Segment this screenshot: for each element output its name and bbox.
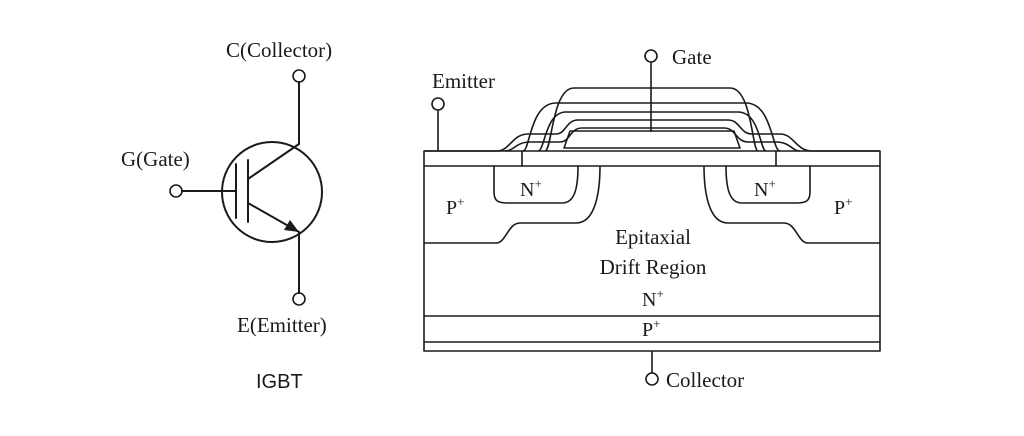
collector-terminal-label: C(Collector) — [226, 38, 332, 62]
emitter-terminal-node — [431, 97, 445, 111]
gate-terminal-node — [644, 49, 658, 63]
emitter-terminal-label: Emitter — [432, 69, 495, 93]
left-n-well-label: N+ — [520, 176, 542, 201]
right-n-well-label: N+ — [754, 176, 776, 201]
metal-layer-top — [544, 87, 759, 152]
collector-branch — [247, 143, 300, 180]
drift-region-label-line1: Epitaxial — [615, 225, 691, 249]
emitter-arrow-icon — [284, 220, 299, 232]
collector-terminal-label: Collector — [666, 368, 744, 392]
symbol-caption: IGBT — [256, 371, 303, 393]
oxide-layer-outer — [424, 119, 880, 152]
right-n-well — [725, 165, 811, 204]
left-n-well — [493, 165, 579, 204]
right-p-region-label: P+ — [834, 194, 852, 219]
gate-terminal-node — [169, 184, 183, 198]
igbt-symbol: C(Collector) G(Gate) E(Emitter) IGBT — [121, 38, 332, 393]
gate-terminal-label: Gate — [672, 45, 712, 69]
drift-region-label-line2: Drift Region — [600, 255, 707, 279]
collector-terminal-node — [292, 69, 306, 83]
p-substrate-label: P+ — [642, 316, 660, 341]
emitter-terminal-node — [292, 292, 306, 306]
left-p-region-label: P+ — [446, 194, 464, 219]
emitter-terminal-label: E(Emitter) — [237, 313, 327, 337]
igbt-cross-section: Gate Emitter N+ N+ P+ P+ — [423, 45, 881, 392]
left-p-body — [424, 165, 601, 244]
collector-terminal-node — [645, 372, 659, 386]
metal-layer-lower — [537, 111, 767, 152]
gate-terminal-label: G(Gate) — [121, 147, 190, 171]
n-buffer-label: N+ — [642, 286, 664, 311]
oxide-layer-mid — [504, 127, 801, 152]
right-p-body — [703, 165, 880, 244]
gate-electrode — [563, 130, 741, 149]
